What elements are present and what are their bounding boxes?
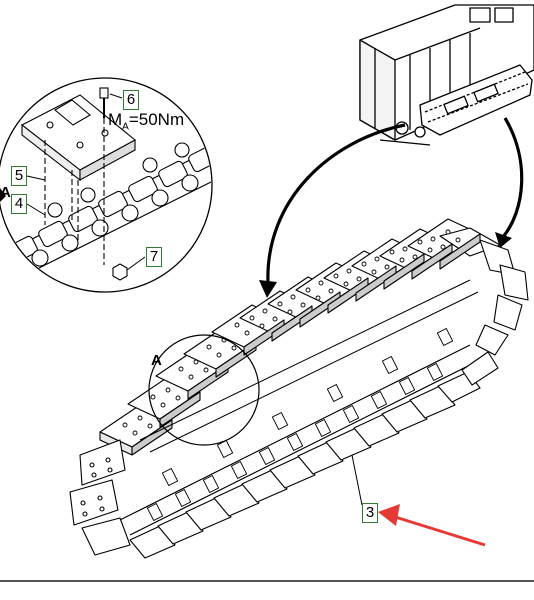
bottom-rule — [0, 580, 534, 582]
callout-6: 6 — [123, 90, 139, 110]
callout-3: 3 — [362, 503, 378, 523]
direction-arrows — [266, 117, 524, 284]
detail-a-marker-circle — [148, 334, 260, 446]
inset-nut — [112, 263, 128, 281]
callout-4: 4 — [11, 194, 27, 214]
inset-bolt — [99, 87, 109, 118]
inset-track-shoe — [20, 94, 136, 182]
arrowhead-left — [259, 280, 277, 298]
lower-track-pads — [129, 351, 499, 559]
detail-label-inset: A — [0, 184, 11, 201]
left-end-pads — [69, 439, 131, 556]
lower-link-details — [146, 328, 454, 521]
pointer-arrow — [378, 504, 486, 547]
machine-illustration — [359, 4, 534, 146]
torque-subscript: A — [122, 121, 129, 133]
detail-label-main: A — [151, 352, 162, 369]
right-end-pads — [475, 239, 529, 356]
detail-inset — [0, 77, 213, 293]
main-track-chain — [69, 218, 529, 559]
callout-7: 7 — [146, 247, 162, 267]
torque-spec: MA=50Nm — [108, 110, 184, 132]
torque-prefix: M — [108, 110, 123, 129]
lower-chain-links — [119, 279, 481, 536]
upper-track-pads — [99, 218, 501, 456]
torque-value: =50Nm — [128, 110, 185, 129]
upper-pad-bolt-holes — [122, 229, 461, 436]
inset-edge-arrow — [0, 188, 6, 202]
callout-5: 5 — [11, 166, 27, 186]
inset-chain — [0, 139, 211, 291]
